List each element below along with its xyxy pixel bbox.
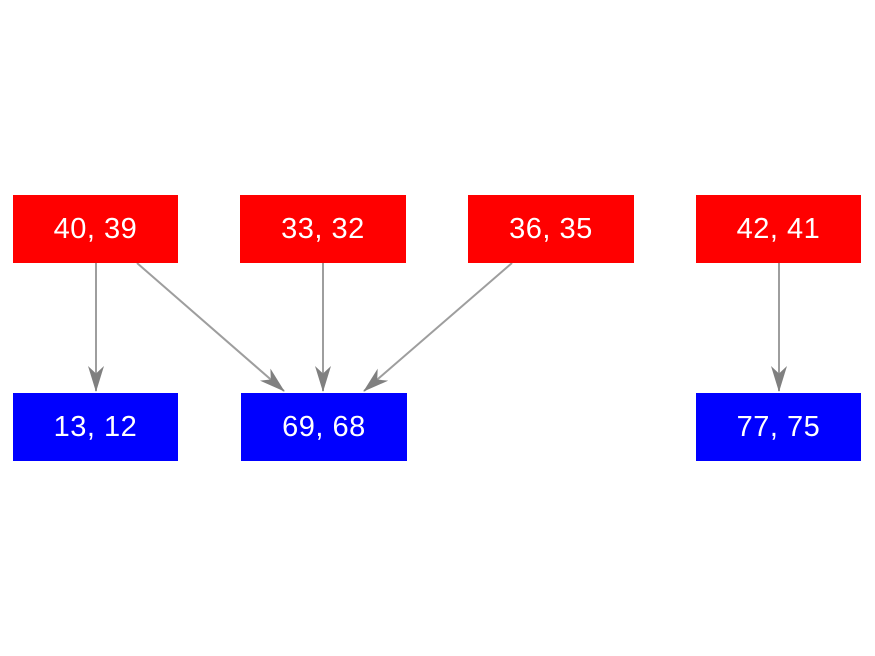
edge-36-35-to-69-68 xyxy=(363,262,513,392)
node-label: 42, 41 xyxy=(736,212,821,245)
node-source-36-35: 36, 35 xyxy=(468,195,634,263)
node-source-40-39: 40, 39 xyxy=(13,195,178,263)
node-target-77-75: 77, 75 xyxy=(696,393,861,461)
node-label: 40, 39 xyxy=(53,212,138,245)
node-label: 13, 12 xyxy=(53,410,138,443)
node-label: 77, 75 xyxy=(736,410,821,443)
node-label: 33, 32 xyxy=(281,212,365,245)
node-source-33-32: 33, 32 xyxy=(240,195,406,263)
node-source-42-41: 42, 41 xyxy=(696,195,861,263)
node-label: 36, 35 xyxy=(509,212,593,245)
edge-40-39-to-69-68 xyxy=(136,262,285,392)
node-label: 69, 68 xyxy=(282,410,366,443)
node-target-69-68: 69, 68 xyxy=(241,393,407,461)
node-target-13-12: 13, 12 xyxy=(13,393,178,461)
